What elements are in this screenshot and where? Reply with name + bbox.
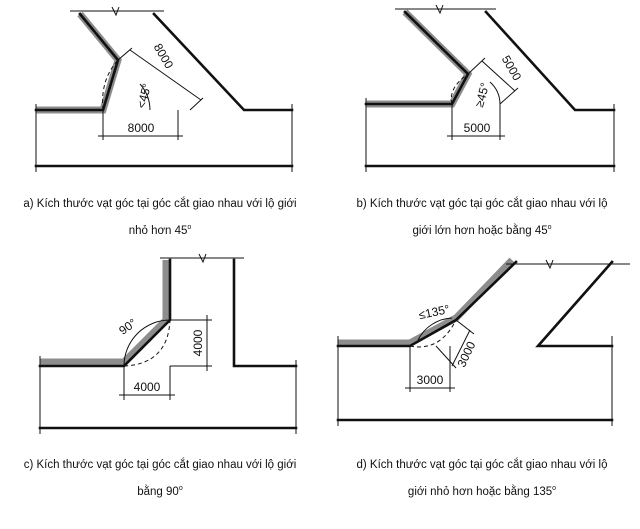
panel-d-diag-dimline	[451, 329, 471, 367]
panel-b-diagonal-dimension: 5000	[499, 53, 525, 83]
panel-a-corner-arc	[102, 59, 119, 111]
panel-c-corner-arc	[123, 319, 171, 367]
panel-b-caption-line2: giới lớn hơn hoặc bằng 45o	[412, 224, 552, 237]
panel-d-diag-ext	[455, 319, 475, 335]
panel-b-diag-ext	[467, 57, 486, 75]
panel-a-diag-dimline	[129, 49, 202, 101]
panel-d-corner-arc	[409, 319, 457, 348]
panel-d-angle-label: ≤135°	[417, 302, 451, 322]
panel-b-angle-arc	[489, 81, 501, 105]
panel-d-angle-arc	[417, 317, 453, 341]
panel-b-horizontal-dimension: 5000	[464, 121, 491, 135]
panel-b-drawing: 5000 5000 ≥45°	[364, 4, 616, 172]
panel-b-caption-line1: b) Kích thước vạt góc tại góc cắt giao n…	[356, 198, 608, 210]
panel-a-angle-arc	[139, 83, 151, 111]
panel-c-drawing: 4000 4000 90°	[38, 253, 298, 434]
panel-b-road-edge-left	[364, 10, 470, 106]
panel-c-road-edge-left	[38, 258, 172, 368]
panel-d-diagonal-dimension: 3000	[454, 339, 478, 369]
panel-c-horizontal-dimension: 4000	[134, 380, 161, 394]
panel-b-angle-label: ≥45°	[472, 81, 492, 109]
panel-a-horizontal-dimension: 8000	[128, 121, 155, 135]
panel-b-caption: b) Kích thước vạt góc tại góc cắt giao n…	[332, 192, 632, 243]
panel-a-caption-line1: a) Kích thước vạt góc tại góc cắt giao n…	[23, 198, 297, 210]
panel-c-vertical-dimension: 4000	[191, 329, 205, 356]
panel-d-lot-boundary	[338, 257, 515, 347]
panel-d-road-edge-left	[336, 260, 518, 348]
panel-c-angle-arc	[123, 319, 171, 367]
panel-b-corner-arc	[450, 73, 469, 105]
panel-c-road-edge-right	[232, 258, 298, 368]
panel-c-angle-label: 90°	[116, 316, 139, 338]
panel-b-diag-ext	[499, 87, 519, 105]
panel-d-caption-line2: giới nhỏ hơn hoặc bằng 135o	[407, 485, 557, 498]
panel-d-caption: d) Kích thước vạt góc tại góc cắt giao n…	[332, 453, 632, 504]
panel-d-drawing: 3000 3000 ≤135°	[336, 257, 630, 426]
panel-d-break-symbol	[545, 259, 554, 270]
panel-a-road-edge-right	[152, 12, 294, 112]
panel-a-break-symbol	[111, 6, 120, 17]
panel-a-lot-boundary	[36, 11, 122, 114]
panel-c-lot-boundary	[40, 260, 170, 366]
panel-c-caption: c) Kích thước vạt góc tại góc cắt giao n…	[10, 453, 310, 504]
panel-b-break-symbol	[435, 4, 444, 15]
panel-a-diag-ext	[117, 47, 133, 61]
panel-a-caption-line2: nhỏ hơn 45o	[128, 224, 192, 237]
panel-c-caption-line1: c) Kích thước vạt góc tại góc cắt giao n…	[23, 459, 297, 471]
panel-c-break-symbol	[198, 253, 207, 264]
panel-b-road-edge-right	[484, 10, 616, 112]
panel-a-road-edge-left	[34, 12, 120, 112]
panel-c-caption-line2: bằng 90o	[137, 485, 183, 498]
panel-a-angle-label: <45°	[134, 82, 154, 110]
panel-a-drawing: 8000 8000 <45°	[34, 6, 294, 172]
panel-d-road-edge-right	[535, 260, 614, 348]
panel-d-caption-line1: d) Kích thước vạt góc tại góc cắt giao n…	[356, 459, 608, 471]
panel-b-diag-dimline	[481, 60, 516, 92]
panel-d-horizontal-dimension: 3000	[417, 373, 444, 387]
panel-a-caption: a) Kích thước vạt góc tại góc cắt giao n…	[10, 192, 310, 243]
